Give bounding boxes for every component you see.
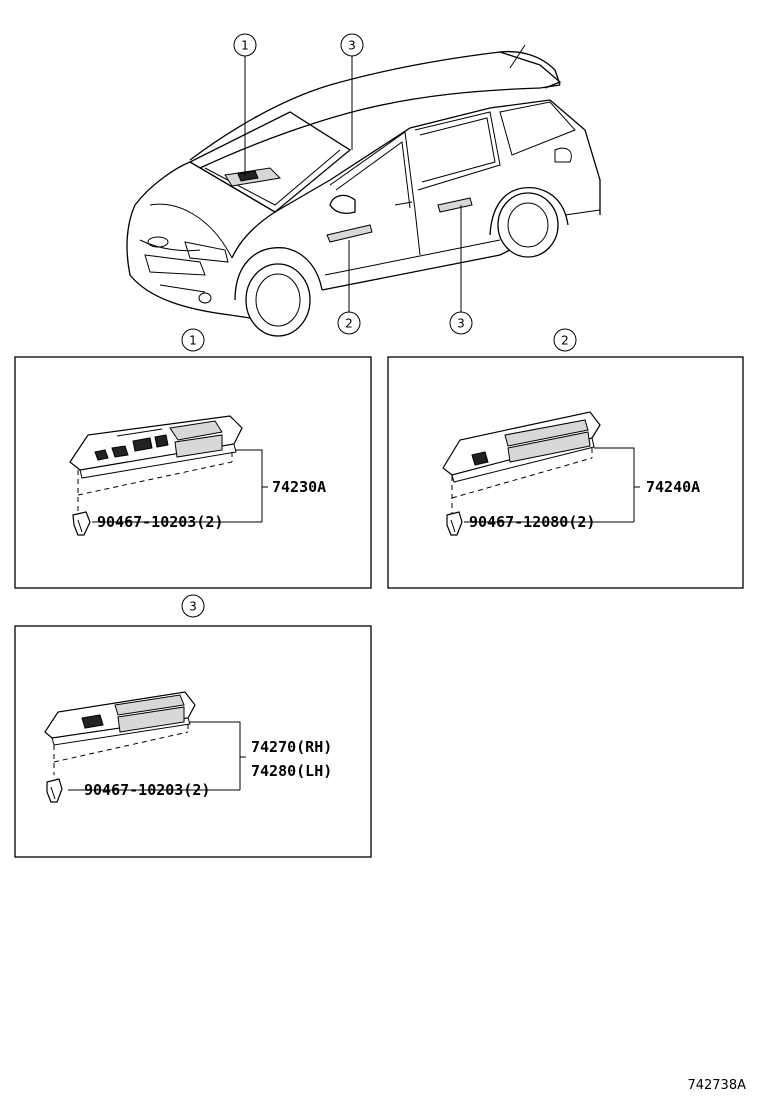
panel-3-dash-guide [53, 724, 189, 775]
panel-callout-1-label: 1 [189, 334, 197, 348]
panel-2-switch-bezel [442, 411, 601, 483]
panel-callout-3-label: 3 [189, 600, 197, 614]
panel-1-leader [236, 449, 268, 522]
panel-1-clip [72, 511, 91, 536]
panel-1-switch-bezel [69, 415, 243, 479]
panel-3-main-part-rh: 74270(RH) [251, 738, 332, 756]
callout-top-2-label: 2 [345, 317, 353, 331]
callout-top-1-label: 1 [241, 39, 249, 53]
panel-3-clip-part: 90467-10203(2) [84, 781, 210, 799]
panel-2-frame [387, 356, 744, 589]
callout-top-2: 2 [337, 311, 361, 335]
panel-2-leader [594, 447, 640, 522]
callout-top-3a: 3 [340, 33, 364, 57]
panel-2-clip [446, 511, 463, 536]
panel-2-dash-guide [451, 448, 593, 515]
panel-3-main-part-lh: 74280(LH) [251, 762, 332, 780]
panel-3-clip [46, 778, 63, 803]
panel-callout-2: 2 [553, 328, 577, 352]
vehicle-illustration [126, 44, 601, 337]
callout-top-1: 1 [233, 33, 257, 57]
panel-1-main-part: 74230A [272, 478, 326, 496]
panel-3-leader [190, 721, 246, 790]
panel-2-main-part: 74240A [646, 478, 700, 496]
panel-1-dash-guide [77, 452, 233, 513]
panel-callout-1: 1 [181, 328, 205, 352]
panel-1-clip-part: 90467-10203(2) [97, 513, 223, 531]
panel-3-frame [14, 625, 372, 858]
panel-callout-3: 3 [181, 594, 205, 618]
callout-top-3a-label: 3 [348, 39, 356, 53]
panel-callout-2-label: 2 [561, 334, 569, 348]
callout-top-3b: 3 [449, 311, 473, 335]
callout-top-3b-label: 3 [457, 317, 465, 331]
panel-1-frame [14, 356, 372, 589]
panel-2-clip-part: 90467-12080(2) [469, 513, 595, 531]
panel-3-switch-bezel [44, 691, 196, 746]
figure-code: 742738A [687, 1078, 746, 1093]
